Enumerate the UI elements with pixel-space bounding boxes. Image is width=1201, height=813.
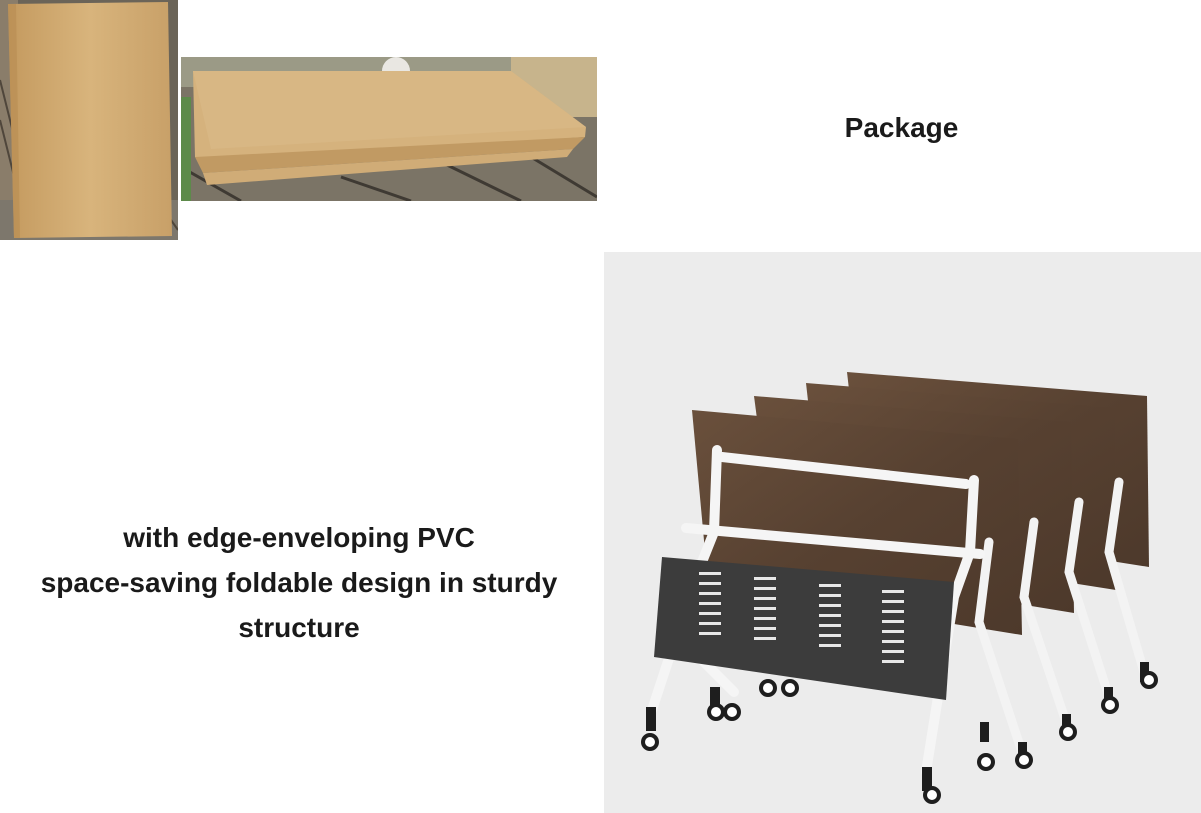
- feature-line: structure: [238, 612, 360, 643]
- feature-line: with edge-enveloping PVC: [123, 522, 475, 553]
- package-heading: Package: [844, 112, 959, 143]
- feature-description: with edge-enveloping PVC space-saving fo…: [0, 515, 598, 650]
- modesty-panel: [654, 557, 954, 700]
- feature-line: space-saving foldable design in sturdy: [40, 567, 558, 598]
- package-photo-flat: [181, 57, 597, 201]
- package-photo-upright: [0, 0, 178, 240]
- folding-tables-photo: [604, 252, 1201, 813]
